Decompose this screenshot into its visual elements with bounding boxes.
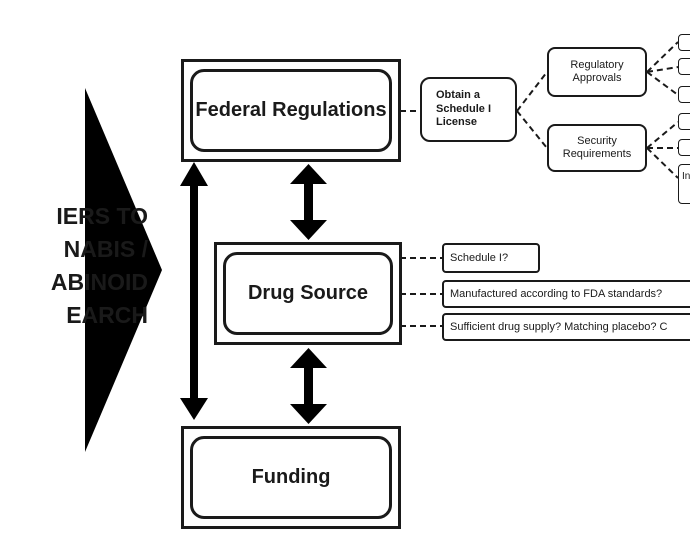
barrier-line-4: EARCH <box>66 302 148 328</box>
federal-regulations-label: Federal Regulations <box>195 99 387 121</box>
security-requirements-label: Security Requirements <box>562 134 632 160</box>
question-schedule-i-label: Schedule I? <box>450 252 509 264</box>
leaf-box-4 <box>678 113 690 130</box>
regulatory-approvals-label: Regulatory Approvals <box>570 58 624 84</box>
drug-source-box: Drug Source <box>223 252 393 335</box>
question-supply: Sufficient drug supply? Matching placebo… <box>442 313 690 341</box>
arrow-federal-drugsource <box>290 164 327 240</box>
question-manufactured: Manufactured according to FDA standards? <box>442 280 690 308</box>
leaf-box-5 <box>678 139 690 156</box>
leaf-box-2 <box>678 58 690 75</box>
security-requirements-node: Security Requirements <box>547 124 647 172</box>
barrier-title: IERS TO NABIS / ABINOID EARCH <box>0 200 148 332</box>
question-manufactured-label: Manufactured according to FDA standards? <box>450 288 663 300</box>
schedule-license-label: Obtain a Schedule I License <box>436 88 492 129</box>
regulatory-approvals-node: Regulatory Approvals <box>547 47 647 97</box>
question-supply-label: Sufficient drug supply? Matching placebo… <box>450 321 668 333</box>
funding-frame: Funding <box>181 426 401 529</box>
schedule-license-node: Obtain a Schedule I License <box>420 77 517 142</box>
barrier-line-2: NABIS / <box>63 236 148 262</box>
leaf-box-6-label: In <box>682 171 690 182</box>
federal-regulations-box: Federal Regulations <box>190 69 392 152</box>
dashed-connectors <box>400 41 679 327</box>
drug-source-frame: Drug Source <box>214 242 402 345</box>
leaf-box-1 <box>678 34 690 51</box>
federal-regulations-frame: Federal Regulations <box>181 59 401 162</box>
drug-source-label: Drug Source <box>247 282 369 304</box>
barrier-line-3: ABINOID <box>50 269 148 295</box>
funding-label: Funding <box>251 466 331 488</box>
barrier-chevron <box>85 88 162 452</box>
barrier-line-1: IERS TO <box>56 203 148 229</box>
leaf-box-6: In <box>678 164 690 204</box>
arrow-drugsource-funding <box>290 348 327 424</box>
funding-box: Funding <box>190 436 392 519</box>
arrow-federal-funding <box>180 162 208 420</box>
question-schedule-i: Schedule I? <box>442 243 540 273</box>
leaf-box-3 <box>678 86 690 103</box>
